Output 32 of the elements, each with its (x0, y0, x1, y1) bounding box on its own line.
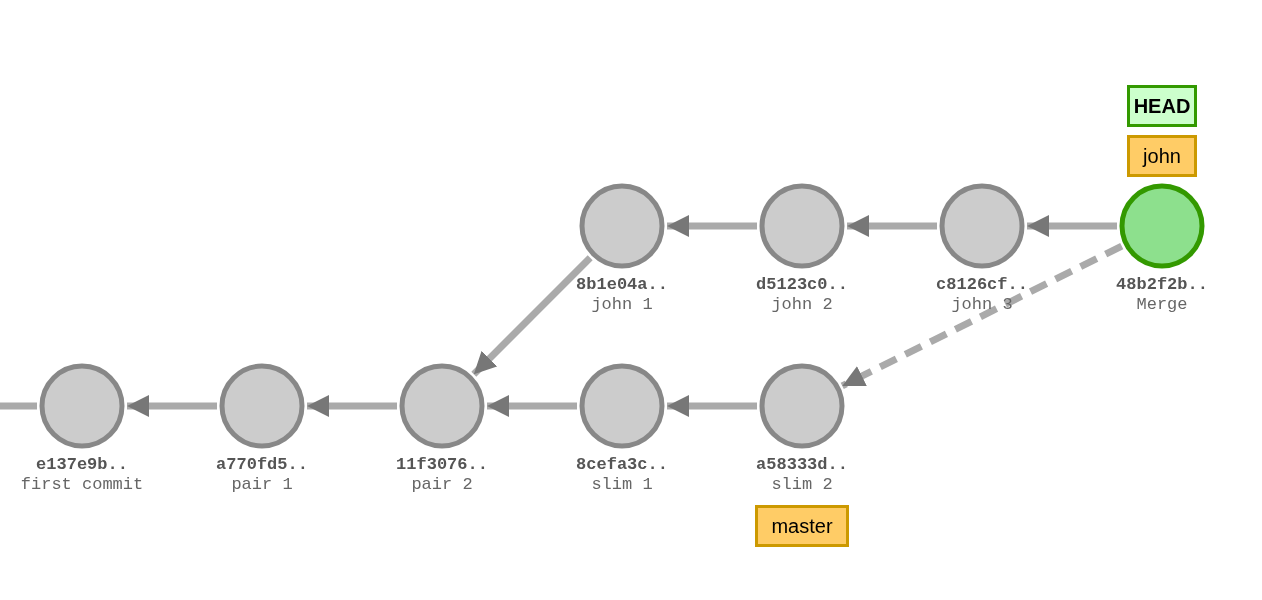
commit-circle (758, 182, 846, 270)
commit-circle (938, 182, 1026, 270)
commit-hash: a770fd5.. (216, 455, 308, 475)
commit-message: first commit (20, 475, 144, 495)
commit-message: slim 2 (771, 475, 833, 495)
commit-message: john 1 (591, 295, 653, 315)
commit-message: john 3 (951, 295, 1013, 315)
commit-message: pair 1 (231, 475, 293, 495)
commit-circle (218, 362, 306, 450)
commit-message: pair 2 (411, 475, 473, 495)
commit-circle (38, 362, 126, 450)
commit-message: Merge (1136, 295, 1188, 315)
commit-hash: c8126cf.. (936, 275, 1028, 295)
arrow (471, 255, 593, 377)
commit-hash: e137e9b.. (36, 455, 128, 475)
commit-circle (578, 362, 666, 450)
commit-circle (578, 182, 666, 270)
commit-message: slim 1 (591, 475, 653, 495)
branch-label: john (1127, 135, 1197, 177)
commit-hash: a58333d.. (756, 455, 848, 475)
commit-message: john 2 (771, 295, 833, 315)
head-label: HEAD (1127, 85, 1197, 127)
commit-circle (398, 362, 486, 450)
commit-hash: 11f3076.. (396, 455, 488, 475)
commit-hash: 48b2f2b.. (1116, 275, 1208, 295)
commit-hash: 8b1e04a.. (576, 275, 668, 295)
commit-hash: 8cefa3c.. (576, 455, 668, 475)
commit-circle (758, 362, 846, 450)
dashed-arrow (840, 243, 1124, 389)
commit-hash: d5123c0.. (756, 275, 848, 295)
commit-circle (1118, 182, 1206, 270)
branch-label: master (755, 505, 849, 547)
